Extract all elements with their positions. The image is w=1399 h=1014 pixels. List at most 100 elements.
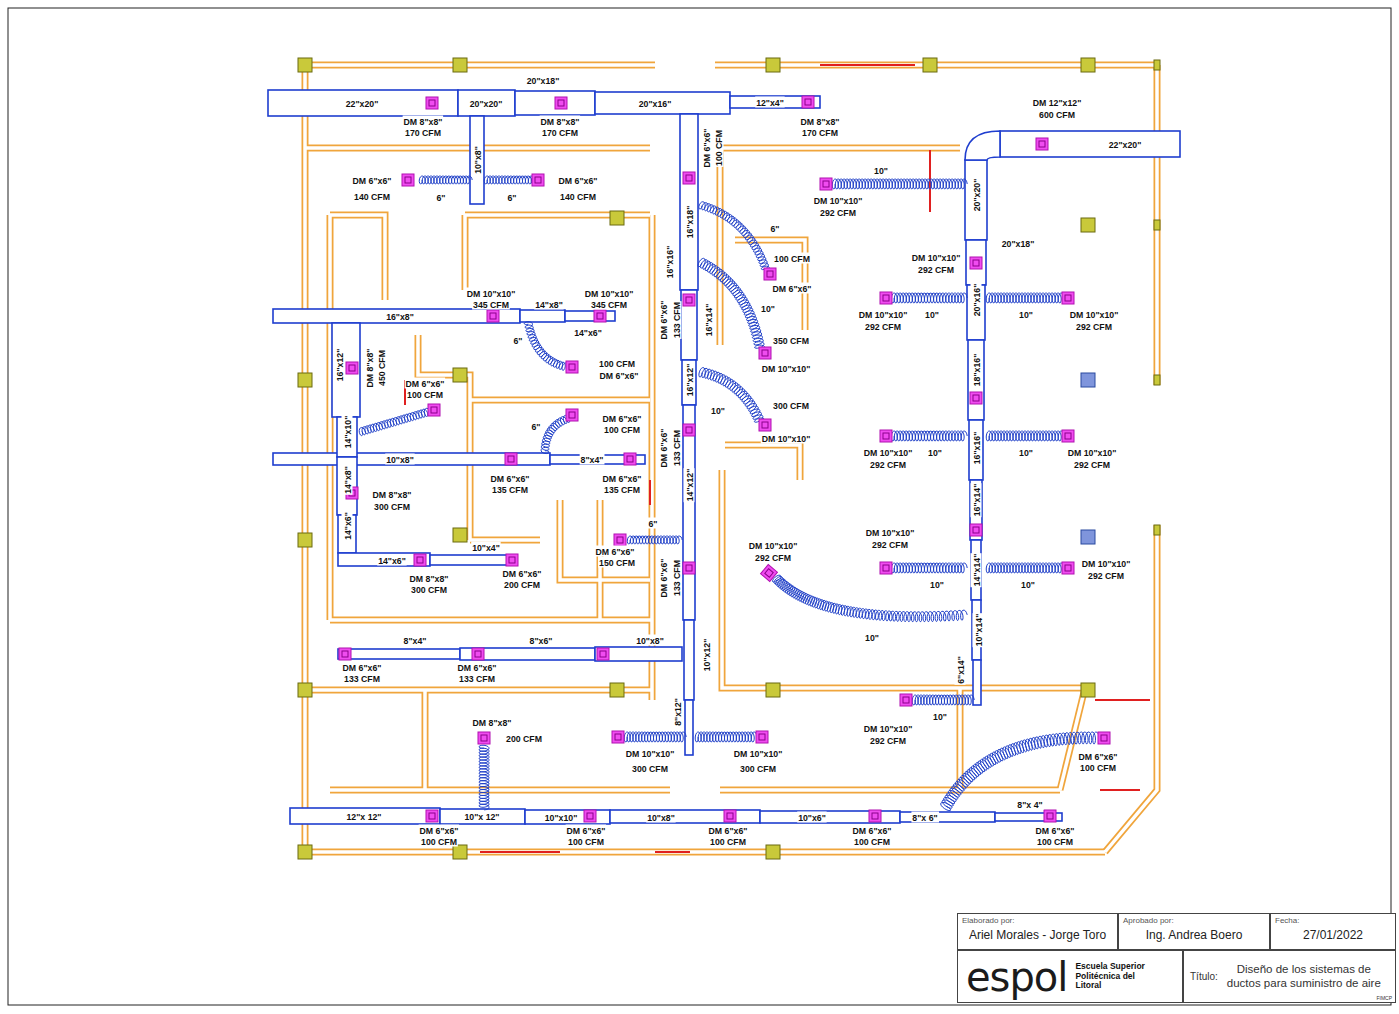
duct-segment	[440, 809, 525, 824]
duct-segment	[470, 116, 484, 204]
diffuser-core	[686, 297, 692, 303]
column	[453, 58, 467, 72]
airflow-label: 100 CFM	[603, 424, 641, 435]
diffuser-core	[600, 651, 606, 657]
duct-segment	[681, 290, 697, 360]
wall-core	[720, 146, 960, 150]
airflow-label: 292 CFM	[819, 207, 857, 218]
diffuser-face	[597, 648, 609, 660]
approval-cell: Aprobado por:Ing. Andrea Boero	[1118, 913, 1270, 950]
duct-size-label: 16"x16"	[664, 245, 675, 279]
airflow-label: 300 CFM	[772, 400, 810, 411]
diffuser-core	[1065, 295, 1071, 301]
duct-segment	[680, 114, 698, 290]
diffuser-core	[883, 565, 889, 571]
column	[610, 683, 624, 697]
wall-core	[418, 335, 470, 540]
diffuser-symbol	[428, 404, 440, 416]
diffuser-face	[594, 310, 606, 322]
diffuser-face	[683, 294, 695, 306]
diffuser-face	[478, 732, 490, 744]
diffuser-core	[765, 569, 773, 577]
diffuser-tag: DM 6"x6"	[602, 473, 643, 484]
diffuser-core	[686, 565, 692, 571]
wall-core	[725, 445, 800, 480]
diffuser-face	[584, 810, 596, 822]
diffuser-symbol	[1062, 292, 1074, 304]
flex-duct	[359, 408, 430, 435]
diffuser-face	[970, 392, 982, 404]
diffuser-core	[535, 177, 541, 183]
duct-segment	[1000, 131, 1180, 157]
duct-segment	[900, 812, 995, 822]
diffuser-core	[1065, 565, 1071, 571]
duct-size-label: 10"	[873, 165, 889, 176]
diffuser-symbol	[970, 524, 982, 536]
diffuser-symbol	[594, 310, 606, 322]
duct-segment	[965, 160, 987, 240]
duct-size-label: 20"x16"	[638, 98, 672, 109]
diffuser-core	[973, 395, 979, 401]
diffuser-symbol	[402, 174, 414, 186]
wall	[418, 335, 470, 540]
author-cell: Elaborado por:Ariel Morales - Jorge Toro	[957, 913, 1118, 950]
duct-segment	[290, 808, 440, 824]
duct-segment	[525, 810, 610, 824]
diffuser-tag: DM 6"x6"	[658, 558, 669, 599]
column	[453, 845, 467, 859]
diffuser-core	[627, 456, 633, 462]
airflow-label: 100 CFM	[709, 836, 747, 847]
airflow-label: 100 CFM	[420, 836, 458, 847]
diffuser-tag: DM 10"x10"	[761, 363, 811, 374]
duct-elbow	[965, 131, 1000, 160]
diffuser-symbol	[426, 97, 438, 109]
airflow-label: 450 CFM	[376, 349, 387, 387]
duct-size-label: 6"	[648, 518, 659, 529]
duct-segment	[337, 457, 357, 515]
diffuser-tag: DM 8"x8"	[364, 348, 375, 389]
duct-segment	[966, 240, 986, 285]
diffuser-symbol	[614, 534, 626, 546]
diffuser-symbol	[880, 292, 892, 304]
diffuser-core	[805, 99, 811, 105]
diffuser-symbol	[683, 562, 695, 574]
wall	[305, 62, 655, 69]
diffuser-tag: DM 6"x6"	[405, 378, 446, 389]
diffuser-symbol	[597, 648, 609, 660]
column-small	[1154, 525, 1160, 535]
flex-duct	[986, 431, 1064, 441]
diffuser-core	[569, 364, 575, 370]
airflow-label: 100 CFM	[598, 358, 636, 369]
duct-size-label: 20"x16"	[971, 283, 982, 317]
airflow-label: 345 CFM	[590, 299, 628, 310]
duct-size-label: 10"	[929, 579, 945, 590]
duct-segment	[332, 323, 360, 417]
window-mark	[1095, 699, 1150, 701]
column-small	[1154, 220, 1160, 230]
wall-core	[720, 788, 845, 792]
flex-duct	[524, 322, 568, 371]
column	[610, 211, 624, 225]
diffuser-symbol	[761, 565, 778, 582]
diffuser-tag: DM 10"x10"	[863, 723, 913, 734]
airflow-label: 135 CFM	[603, 484, 641, 495]
diffuser-face	[426, 97, 438, 109]
diffuser-face	[759, 347, 771, 359]
airflow-label: 292 CFM	[1075, 321, 1113, 332]
duct-segment	[685, 700, 693, 755]
diffuser-tag: DM 6"x6"	[658, 300, 669, 341]
field-value: 27/01/2022	[1275, 928, 1391, 942]
duct-segment	[515, 91, 595, 115]
duct-size-label: 16"x16"	[971, 431, 982, 465]
wall	[330, 787, 670, 794]
diffuser-tag: DM 6"x6"	[419, 825, 460, 836]
airflow-label: 300 CFM	[373, 501, 411, 512]
diffuser-tag: DM 6"x6"	[658, 428, 669, 469]
diffuser-symbol	[756, 731, 768, 743]
flex-duct	[419, 176, 472, 184]
diffuser-tag: DM 6"x6"	[852, 825, 893, 836]
diffuser-face	[1062, 292, 1074, 304]
diffuser-core	[883, 295, 889, 301]
diffuser-core	[872, 813, 878, 819]
